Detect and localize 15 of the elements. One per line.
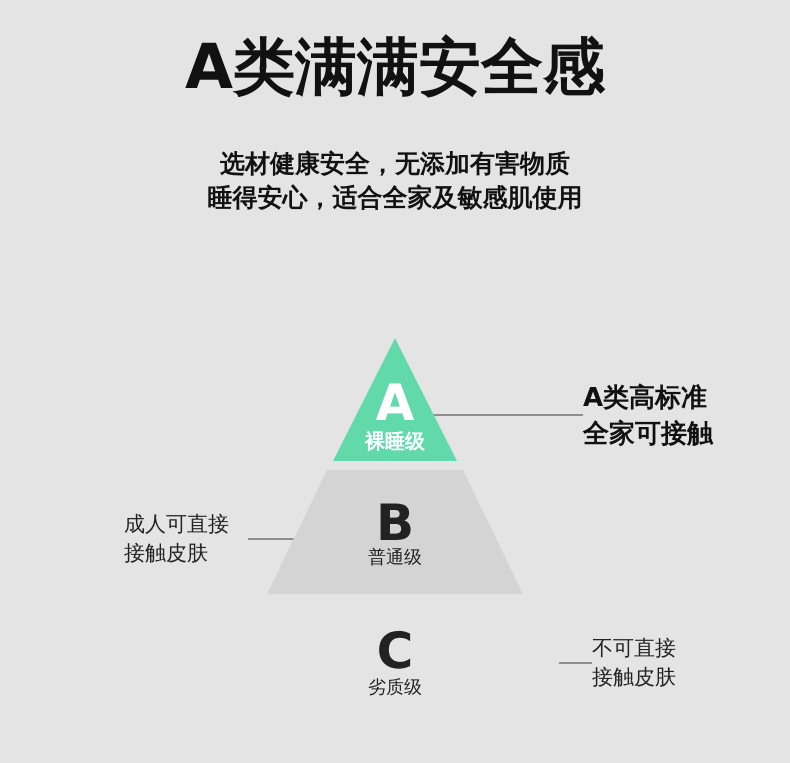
callout-text: 成人可直接接触皮肤 — [124, 511, 230, 567]
subtitle: 睡得安心，适合全家及敏感肌使用 — [206, 182, 584, 214]
tier-letter: B — [376, 498, 414, 548]
tier-letter: A — [376, 378, 414, 428]
tier-letter: C — [376, 626, 414, 676]
leader-line — [558, 662, 592, 664]
tier-label: 劣质级 — [367, 676, 423, 700]
leader-line — [248, 538, 294, 540]
tier-label: 普通级 — [367, 546, 423, 570]
leader-line — [433, 414, 584, 416]
subtitle: 选材健康安全，无添加有害物质 — [219, 148, 571, 180]
tier-label: 裸睡级 — [364, 428, 426, 454]
callout-text: 不可直接接触皮肤 — [592, 635, 677, 691]
title: A类满满安全感 — [184, 29, 606, 105]
callout-text: A类高标准全家可接触 — [583, 382, 714, 451]
